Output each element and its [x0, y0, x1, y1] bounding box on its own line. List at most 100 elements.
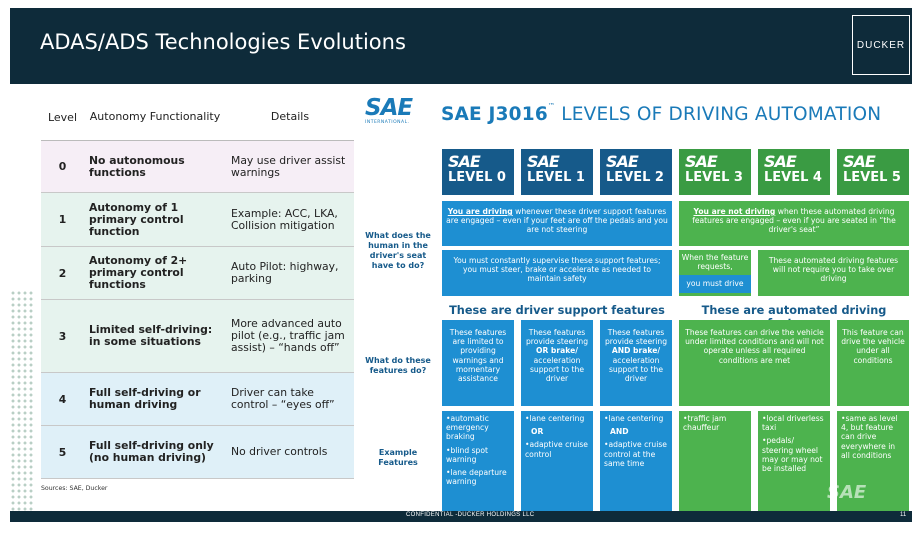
- sae-title-rest: LEVELS OF DRIVING AUTOMATION: [561, 104, 882, 125]
- row-functionality: No autonomous functions: [89, 153, 185, 179]
- sae-watermark: SAE: [827, 482, 867, 503]
- driving-rest: whenever these driver support features a…: [446, 207, 668, 235]
- row-functionality: Full self-driving or human driving: [89, 386, 201, 411]
- row-details: No driver controls: [231, 445, 328, 458]
- row-level: 1: [58, 213, 67, 226]
- level-brand: SAE: [685, 152, 718, 171]
- table-row: 1 Autonomy of 1 primary control function…: [41, 193, 354, 247]
- driver-support-heading: These are driver support features: [449, 304, 665, 317]
- row-functionality: Limited self-driving: in some situations: [89, 323, 213, 348]
- autonomy-levels-table: Level Autonomy Functionality Details 0 N…: [41, 94, 354, 479]
- examples-level-2: •lane centering AND •adaptive cruise con…: [600, 411, 672, 511]
- level-brand: SAE: [843, 152, 876, 171]
- supervise-box: You must constantly supervise these supp…: [442, 250, 672, 296]
- dot-pattern: [10, 290, 34, 512]
- example-and: AND: [610, 427, 629, 437]
- not-driving-rest: when these automated driving features ar…: [692, 207, 896, 235]
- row-level: 0: [58, 160, 67, 173]
- feature-level-3-4: These features can drive the vehicle und…: [679, 320, 830, 406]
- question-features: What do these features do?: [365, 356, 431, 375]
- header-details: Details: [270, 110, 310, 123]
- table-row: 4 Full self-driving or human driving Dri…: [41, 373, 354, 426]
- f2-and: AND brake/: [611, 346, 661, 356]
- slide-title: ADAS/ADS Technologies Evolutions: [40, 30, 406, 54]
- no-takeover-box: These automated driving features will no…: [758, 250, 909, 296]
- row-details: Driver can take control – “eyes off”: [231, 386, 335, 411]
- example-item: •adaptive cruise control at the same tim…: [604, 440, 667, 468]
- example-item: •lane centering: [525, 414, 585, 423]
- level-label: LEVEL 1: [527, 170, 585, 185]
- level-brand: SAE: [606, 152, 639, 171]
- example-item: •traffic jam chauffeur: [683, 414, 727, 433]
- sae-logo-sub: INTERNATIONAL.: [365, 120, 410, 125]
- sae-levels-panel: SAE INTERNATIONAL. SAE J3016™ LEVELS OF …: [357, 90, 912, 511]
- slide: ADAS/ADS Technologies Evolutions DUCKER …: [10, 8, 912, 522]
- level-label: LEVEL 5: [843, 170, 901, 185]
- level-label: LEVEL 3: [685, 170, 743, 185]
- level-label: LEVEL 0: [448, 170, 506, 185]
- question-examples: Example Features: [378, 448, 418, 467]
- header-bar: ADAS/ADS Technologies Evolutions DUCKER: [10, 8, 912, 84]
- l3-must-drive: you must drive: [679, 275, 751, 293]
- l3-request-text: When the feature requests,: [681, 253, 749, 272]
- feature-level-0: These features are limited to providing …: [442, 320, 514, 406]
- f2-a: These features provide steering: [604, 328, 668, 347]
- example-item: •blind spot warning: [446, 445, 488, 464]
- row-details: Auto Pilot: highway, parking: [231, 260, 339, 285]
- level-label: LEVEL 2: [606, 170, 664, 185]
- row-level: 5: [58, 445, 67, 459]
- example-item: •automatic emergency braking: [446, 414, 489, 442]
- trademark: ™: [547, 102, 556, 110]
- table-row: 0 No autonomous functions May use driver…: [41, 141, 354, 193]
- row-level: 2: [58, 266, 67, 280]
- table-source: Sources: SAE, Ducker: [41, 485, 108, 492]
- you-are-driving-box: You are driving whenever these driver su…: [442, 201, 672, 246]
- level-brand: SAE: [448, 152, 481, 171]
- header-functionality: Autonomy Functionality: [89, 110, 221, 123]
- table-row: 5 Full self-driving only (no human drivi…: [41, 426, 354, 479]
- level-3-request-box: When the feature requests, you must drive: [679, 250, 751, 296]
- sae-logo: SAE INTERNATIONAL.: [365, 96, 413, 130]
- sae-title: SAE J3016™ LEVELS OF DRIVING AUTOMATION: [441, 102, 882, 125]
- f1-or: OR brake/: [535, 346, 579, 356]
- f2-c: acceleration support to the driver: [608, 355, 664, 384]
- example-item: •same as level 4, but feature can drive …: [841, 414, 898, 460]
- row-details: May use driver assist warnings: [231, 153, 346, 179]
- ducker-logo: DUCKER: [852, 15, 910, 75]
- examples-level-3: •traffic jam chauffeur: [679, 411, 751, 511]
- row-functionality: Autonomy of 1 primary control function: [89, 200, 184, 238]
- sae-logo-text: SAE: [365, 95, 413, 121]
- row-functionality: Autonomy of 2+ primary control functions: [89, 254, 188, 291]
- row-functionality: Full self-driving only (no human driving…: [89, 439, 214, 464]
- f1-c: acceleration support to the driver: [529, 355, 585, 384]
- f1-a: These features provide steering: [525, 328, 589, 347]
- row-details: Example: ACC, LKA, Collision mitigation: [231, 206, 338, 232]
- row-details: More advanced auto pilot (e.g., traffic …: [231, 317, 345, 354]
- table-header: Level Autonomy Functionality Details: [41, 94, 354, 141]
- feature-level-5: This feature can drive the vehicle under…: [837, 320, 909, 406]
- examples-level-5: •same as level 4, but feature can drive …: [837, 411, 909, 511]
- example-item: •lane centering: [604, 414, 664, 423]
- examples-level-1: •lane centering OR •adaptive cruise cont…: [521, 411, 593, 511]
- row-level: 4: [58, 392, 67, 406]
- footer-bar: CONFIDENTIAL -DUCKER HOLDINGS LLC 11: [10, 511, 912, 522]
- examples-level-4: •local driverless taxi •pedals/ steering…: [758, 411, 830, 511]
- example-or: OR: [531, 427, 544, 437]
- table-row: 3 Limited self-driving: in some situatio…: [41, 300, 354, 373]
- level-brand: SAE: [527, 152, 560, 171]
- you-are-not-driving-box: You are not driving when these automated…: [679, 201, 909, 246]
- not-driving-bold: You are not driving: [693, 207, 776, 216]
- page-number: 11: [900, 512, 907, 518]
- example-item: •adaptive cruise control: [525, 440, 588, 459]
- confidential-notice: CONFIDENTIAL -DUCKER HOLDINGS LLC: [406, 512, 535, 518]
- driving-bold: You are driving: [447, 207, 513, 216]
- example-item: •lane departure warning: [446, 468, 507, 487]
